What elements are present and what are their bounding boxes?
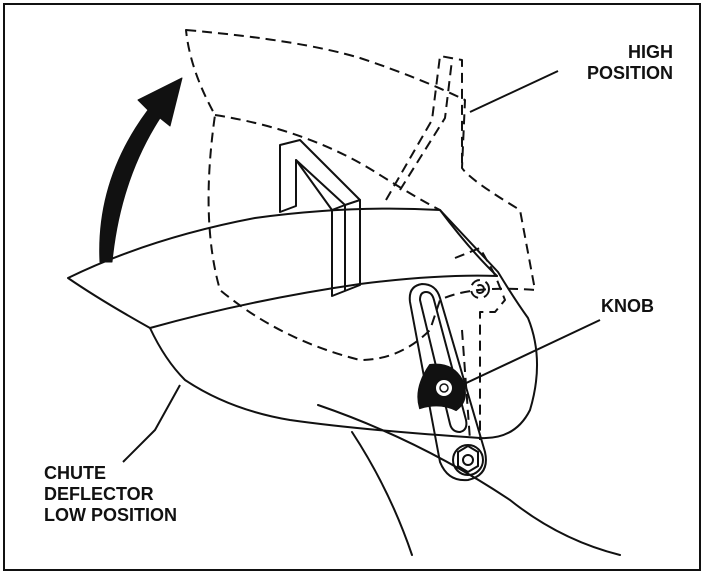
deflector-low-position [67,207,538,440]
deflector-handle [279,139,361,297]
high-position-label-line1: HIGH [628,42,673,62]
knob-label: KNOB [601,296,654,317]
deflector-high-position [185,29,536,441]
curved-up-arrow-icon [99,77,183,263]
high-position-label-line2: POSITION [586,63,673,83]
knob [417,363,466,412]
knob-label-text: KNOB [601,296,654,316]
chute-body-left-edge [351,431,413,556]
chute-deflector-label-line2: DEFLECTOR [44,484,154,504]
deflector-rim [149,274,498,329]
adjustment-slot [419,291,468,433]
high-position-label: HIGH POSITION [563,42,673,84]
discharge-chute-body [317,404,621,556]
knob-leader [461,319,601,386]
adjustment-slot-bracket [408,283,487,482]
chute-deflector-leader [122,384,181,463]
chute-deflector-label-line3: LOW POSITION [44,505,177,525]
hex-nut [452,444,484,476]
chute-deflector-label: CHUTE DEFLECTOR LOW POSITION [44,463,177,526]
deflector-side-curve [439,209,498,277]
diagram-frame [3,3,701,571]
high-position-leader [469,70,559,113]
chute-deflector-label-line1: CHUTE [44,463,106,483]
